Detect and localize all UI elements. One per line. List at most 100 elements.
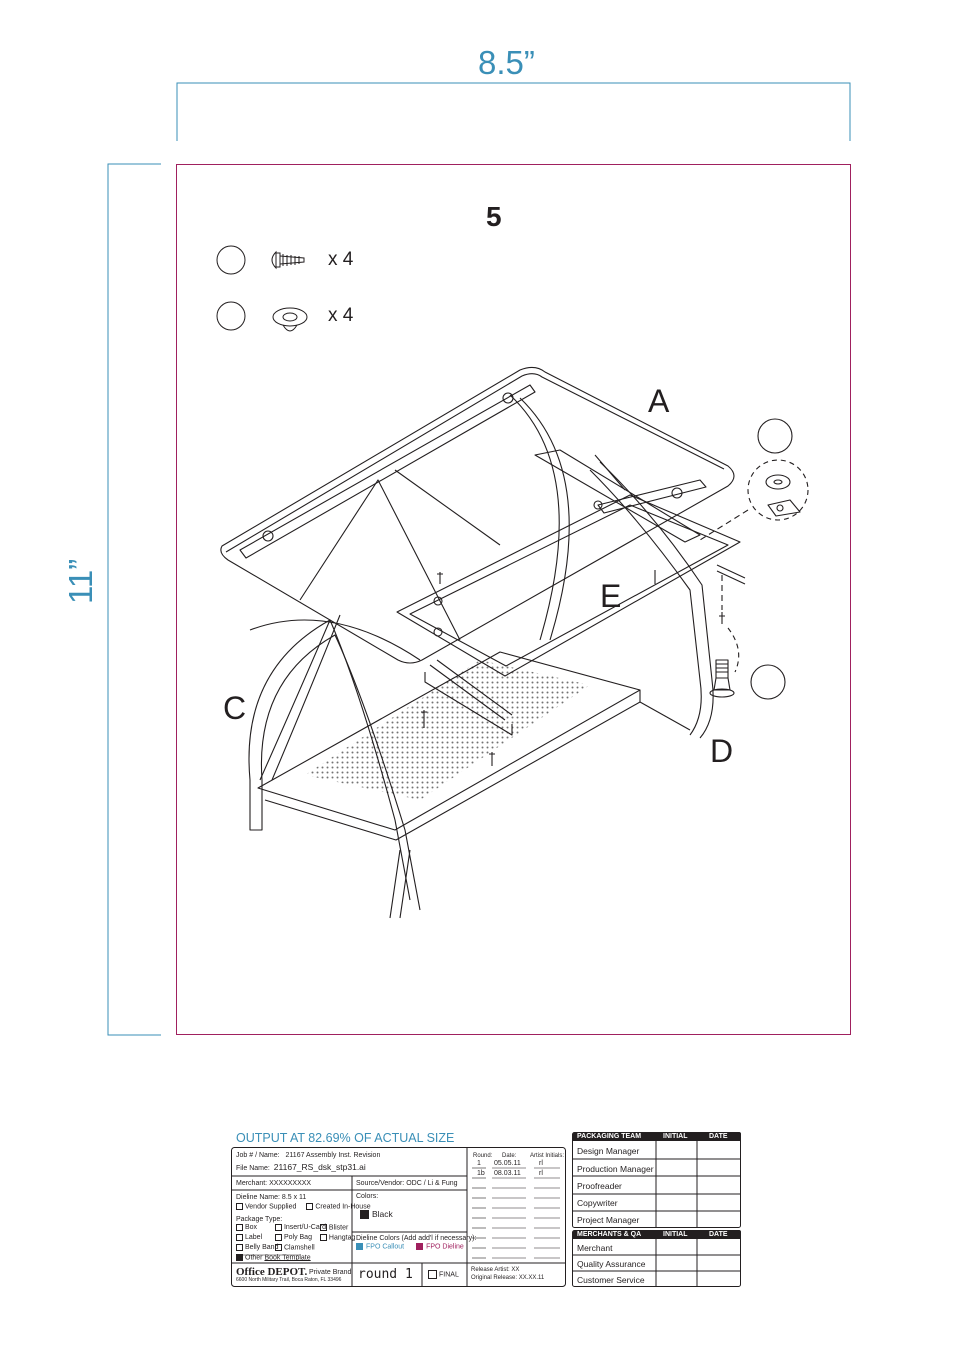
job-value: 21167 Assembly Inst. Revision	[285, 1152, 381, 1159]
dieline-colors-label: Dieline Colors (Add add'l if necessary):	[356, 1235, 477, 1242]
packaging-date-header: DATE	[709, 1133, 728, 1140]
black-swatch	[360, 1210, 369, 1220]
brand-sub: Private Brand	[309, 1269, 352, 1276]
package-type-row-1: Box Insert/U-Card Blister	[236, 1224, 348, 1232]
original-release-value: XX.XX.11	[518, 1275, 545, 1281]
file-value: 21167_RS_dsk_stp31.ai	[273, 1162, 366, 1172]
merchants-header: MERCHANTS & QA	[577, 1231, 642, 1238]
other-value: Book Template	[264, 1254, 311, 1262]
packaging-header: PACKAGING TEAM	[577, 1133, 642, 1140]
package-type-label: Package Type:	[236, 1216, 283, 1223]
release-artist-row: Release Artist: XX	[471, 1266, 519, 1274]
final-row: FINAL	[428, 1270, 459, 1279]
packaging-header-bar: PACKAGING TEAM INITIAL DATE	[573, 1132, 741, 1141]
role-design-manager: Design Manager	[577, 1146, 640, 1156]
merchant-row: Merchant: XXXXXXXXX	[236, 1180, 311, 1188]
merchants-date-header: DATE	[709, 1231, 728, 1238]
dieline-value: 8.5 x 11	[281, 1194, 307, 1201]
clamshell-label: Clamshell	[283, 1244, 315, 1252]
screw-icon	[216, 245, 305, 275]
label-label: Label	[245, 1234, 263, 1242]
brand-logo: Office DEPOT.	[236, 1266, 308, 1278]
bellyband-checkbox[interactable]	[236, 1244, 243, 1251]
black-label: Black	[372, 1209, 393, 1219]
created-inhouse-checkbox[interactable]	[306, 1203, 314, 1210]
blister-checkbox[interactable]	[319, 1224, 327, 1231]
original-release-row: Original Release: XX.XX.11	[471, 1274, 544, 1282]
round-2-number: 1b	[477, 1170, 485, 1177]
other-checkbox[interactable]	[236, 1254, 243, 1261]
trim-marks	[107, 82, 851, 1036]
packaging-initial-header: INITIAL	[663, 1133, 688, 1140]
role-proofreader: Proofreader	[577, 1181, 622, 1191]
washer-quantity: x 4	[328, 305, 354, 326]
label-checkbox[interactable]	[236, 1234, 243, 1241]
final-checkbox[interactable]	[428, 1270, 437, 1279]
release-artist-value: XX	[511, 1267, 520, 1273]
black-color-row: Black	[360, 1209, 393, 1220]
box-label: Box	[245, 1224, 258, 1232]
fpo-dieline-swatch	[416, 1243, 424, 1250]
supply-options: Vendor Supplied Created In-House	[236, 1203, 371, 1211]
part-label-e: E	[600, 578, 622, 614]
merchant-value: XXXXXXXXX	[269, 1180, 312, 1187]
file-row: File Name: 21167_RS_dsk_stp31.ai	[236, 1163, 366, 1173]
fpo-callout-label: FPO Callout	[366, 1243, 405, 1251]
fpo-callout-swatch	[356, 1243, 363, 1250]
washer-cap-icon	[216, 301, 308, 332]
round-1-number: 1	[477, 1160, 481, 1167]
role-quality-assurance: Quality Assurance	[577, 1259, 646, 1269]
merchants-initial-header: INITIAL	[663, 1231, 688, 1238]
dieline-frame	[176, 164, 851, 1035]
release-artist-label: Release Artist:	[471, 1267, 510, 1273]
round-log-lines	[236, 1167, 560, 1259]
round-label: round 1	[358, 1267, 413, 1282]
round-2-initials: rl	[539, 1170, 543, 1177]
part-label-c: C	[223, 690, 247, 726]
job-row: Job # / Name: 21167 Assembly Inst. Revis…	[236, 1152, 380, 1160]
vendor-supplied-checkbox[interactable]	[236, 1203, 243, 1210]
clamshell-checkbox[interactable]	[274, 1244, 282, 1251]
final-label: FINAL	[439, 1271, 459, 1279]
screw-quantity: x 4	[328, 249, 354, 270]
original-release-label: Original Release:	[471, 1275, 518, 1281]
round-2-date: 08.03.11	[494, 1170, 521, 1177]
part-label-d: D	[710, 733, 734, 769]
role-merchant: Merchant	[577, 1243, 613, 1253]
insert-checkbox[interactable]	[274, 1224, 282, 1231]
signoff-frame	[572, 1132, 741, 1287]
brand-address: 6600 North Military Trail, Boca Raton, F…	[236, 1277, 342, 1283]
other-row: Other Book Template	[236, 1254, 311, 1262]
round-1-date: 05.05.11	[494, 1160, 521, 1167]
polybag-checkbox[interactable]	[274, 1234, 282, 1241]
step-number: 5	[486, 201, 502, 232]
title-block-frame	[231, 1147, 566, 1287]
role-production-manager: Production Manager	[577, 1164, 654, 1174]
rounds-header-initials: Artist Initials:	[530, 1153, 565, 1159]
file-label: File Name:	[236, 1165, 270, 1172]
merchant-label: Merchant:	[236, 1180, 268, 1187]
source-value: ODC / Li & Fung	[406, 1180, 458, 1187]
role-copywriter: Copywriter	[577, 1198, 618, 1208]
job-label: Job # / Name:	[236, 1152, 280, 1159]
dieline-colors-row: FPO Callout FPO Dieline	[356, 1243, 464, 1251]
fpo-dieline-label: FPO Dieline	[426, 1243, 464, 1251]
dieline-name-row: Dieline Name: 8.5 x 11	[236, 1194, 306, 1202]
role-project-manager: Project Manager	[577, 1215, 640, 1225]
round-1-initials: rl	[539, 1160, 543, 1167]
mesh-pattern	[305, 660, 590, 800]
box-checkbox[interactable]	[236, 1224, 243, 1231]
hangtag-checkbox[interactable]	[319, 1234, 327, 1241]
created-inhouse-label: Created In-House	[315, 1203, 371, 1211]
part-label-a: A	[648, 383, 670, 419]
package-type-row-2: Label Poly Bag Hangtag	[236, 1234, 355, 1242]
package-type-row-3: Belly Band Clamshell	[236, 1244, 315, 1252]
blister-label: Blister	[328, 1224, 349, 1232]
output-note: OUTPUT AT 82.69% OF ACTUAL SIZE	[236, 1131, 455, 1145]
dieline-label: Dieline Name:	[236, 1194, 280, 1201]
colors-label: Colors:	[356, 1193, 379, 1200]
bellyband-label: Belly Band	[245, 1244, 279, 1252]
insert-label: Insert/U-Card	[283, 1224, 326, 1232]
polybag-label: Poly Bag	[283, 1234, 312, 1242]
